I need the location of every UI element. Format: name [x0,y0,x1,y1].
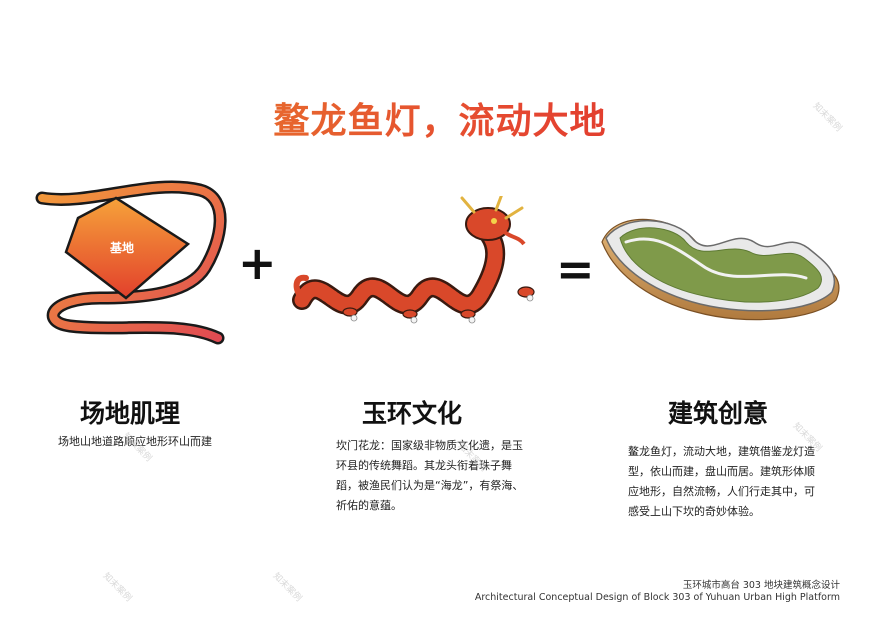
dragon-body [294,228,503,312]
site-label: 基地 [109,240,134,255]
footer-caption: 玉环城市高台 303 地块建筑概念设计 Architectural Concep… [475,580,840,604]
dragon-tail [293,274,309,299]
desc-yuhuan-culture: 坎门花龙：国家级非物质文化遗，是玉环县的传统舞蹈。其龙头衔着珠子舞蹈，被渔民们认… [336,439,524,512]
desc-site-texture: 场地山地道路顺应地形环山而建 [58,435,212,448]
mountain-road [38,183,225,342]
dragon-head [460,196,526,246]
heading-architecture-idea: 建筑创意 [667,399,768,428]
dragon-illustration [292,196,535,324]
heading-yuhuan-culture: 玉环文化 [361,399,462,428]
page-title: 鳌龙鱼灯，流动大地 [0,92,880,144]
dragon-claw-pearls [350,294,534,324]
heading-site-texture: 场地肌理 [79,399,180,428]
footer-en: Architectural Conceptual Design of Block… [474,592,840,603]
watermark: 知末案例 [100,571,134,604]
desc-architecture-idea: 鳌龙鱼灯，流动大地，建筑借鉴龙灯造型，依山而建，盘山而居。建筑形体顺应地形，自然… [628,445,815,518]
building-walkway [624,237,808,280]
footer-cn: 玉环城市高台 303 地块建筑概念设计 [682,580,840,591]
plus-sign: + [238,236,277,290]
building-model [601,218,840,321]
site-plot-diamond [64,196,191,300]
dragon-legs [342,286,535,319]
equals-sign: = [556,242,595,296]
watermark: 知末案例 [270,571,304,604]
site-road-diagram: 基地 [35,180,227,345]
